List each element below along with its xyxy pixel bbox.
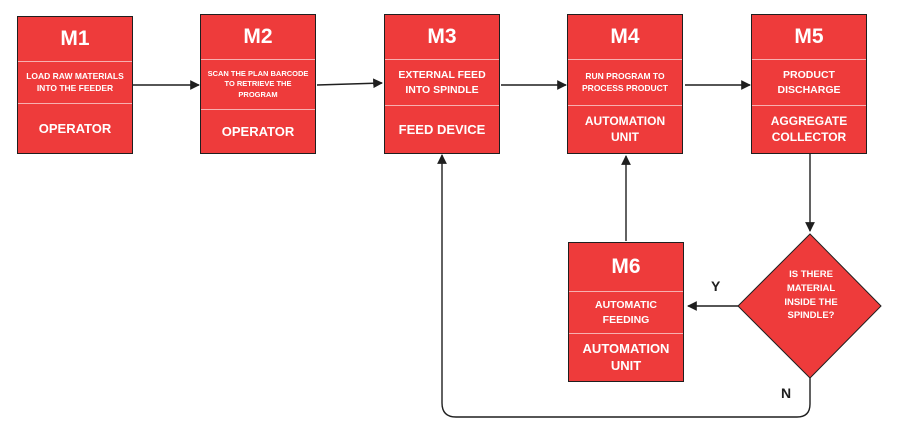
node-m4-desc: RUN PROGRAM TO PROCESS PRODUCT — [568, 60, 682, 106]
node-m1: M1 LOAD RAW MATERIALS INTO THE FEEDER OP… — [17, 16, 133, 154]
node-m5-desc: PRODUCT DISCHARGE — [752, 60, 866, 106]
node-m6-id: M6 — [569, 243, 683, 292]
node-m4-role: AUTOMATION UNIT — [584, 114, 666, 144]
node-m4: M4 RUN PROGRAM TO PROCESS PRODUCT AUTOMA… — [567, 14, 683, 154]
node-m1-desc: LOAD RAW MATERIALS INTO THE FEEDER — [18, 62, 132, 104]
node-m3: M3 EXTERNAL FEED INTO SPINDLE FEED DEVIC… — [384, 14, 500, 154]
node-m3-id: M3 — [385, 15, 499, 60]
decision-text: IS THERE MATERIAL INSIDE THE SPINDLE? — [784, 269, 838, 322]
node-m5-id: M5 — [752, 15, 866, 60]
node-m6: M6 AUTOMATIC FEEDING AUTOMATION UNIT — [568, 242, 684, 382]
yes-label: Y — [711, 278, 721, 294]
node-m5: M5 PRODUCT DISCHARGE AGGREGATE COLLECTOR — [751, 14, 867, 154]
decision-diamond — [737, 233, 882, 379]
node-m3-desc: EXTERNAL FEED INTO SPINDLE — [385, 60, 499, 106]
node-m2-role: OPERATOR — [221, 123, 295, 139]
node-m4-id: M4 — [568, 15, 682, 60]
no-label: N — [781, 385, 792, 401]
node-m5-role: AGGREGATE COLLECTOR — [770, 114, 848, 144]
node-m2-id: M2 — [201, 15, 315, 60]
node-m2: M2 SCAN THE PLAN BARCODE TO RETRIEVE THE… — [200, 14, 316, 154]
arrow-decision-to-m3 — [437, 154, 811, 418]
node-m6-desc: AUTOMATIC FEEDING — [569, 292, 683, 334]
node-m6-role: AUTOMATION UNIT — [582, 341, 670, 373]
node-m3-role: FEED DEVICE — [398, 121, 486, 137]
arrow-m2-to-m3 — [316, 78, 383, 89]
node-m1-role: OPERATOR — [38, 120, 112, 136]
node-m2-desc: SCAN THE PLAN BARCODE TO RETRIEVE THE PR… — [201, 60, 315, 110]
node-m1-id: M1 — [18, 17, 132, 62]
